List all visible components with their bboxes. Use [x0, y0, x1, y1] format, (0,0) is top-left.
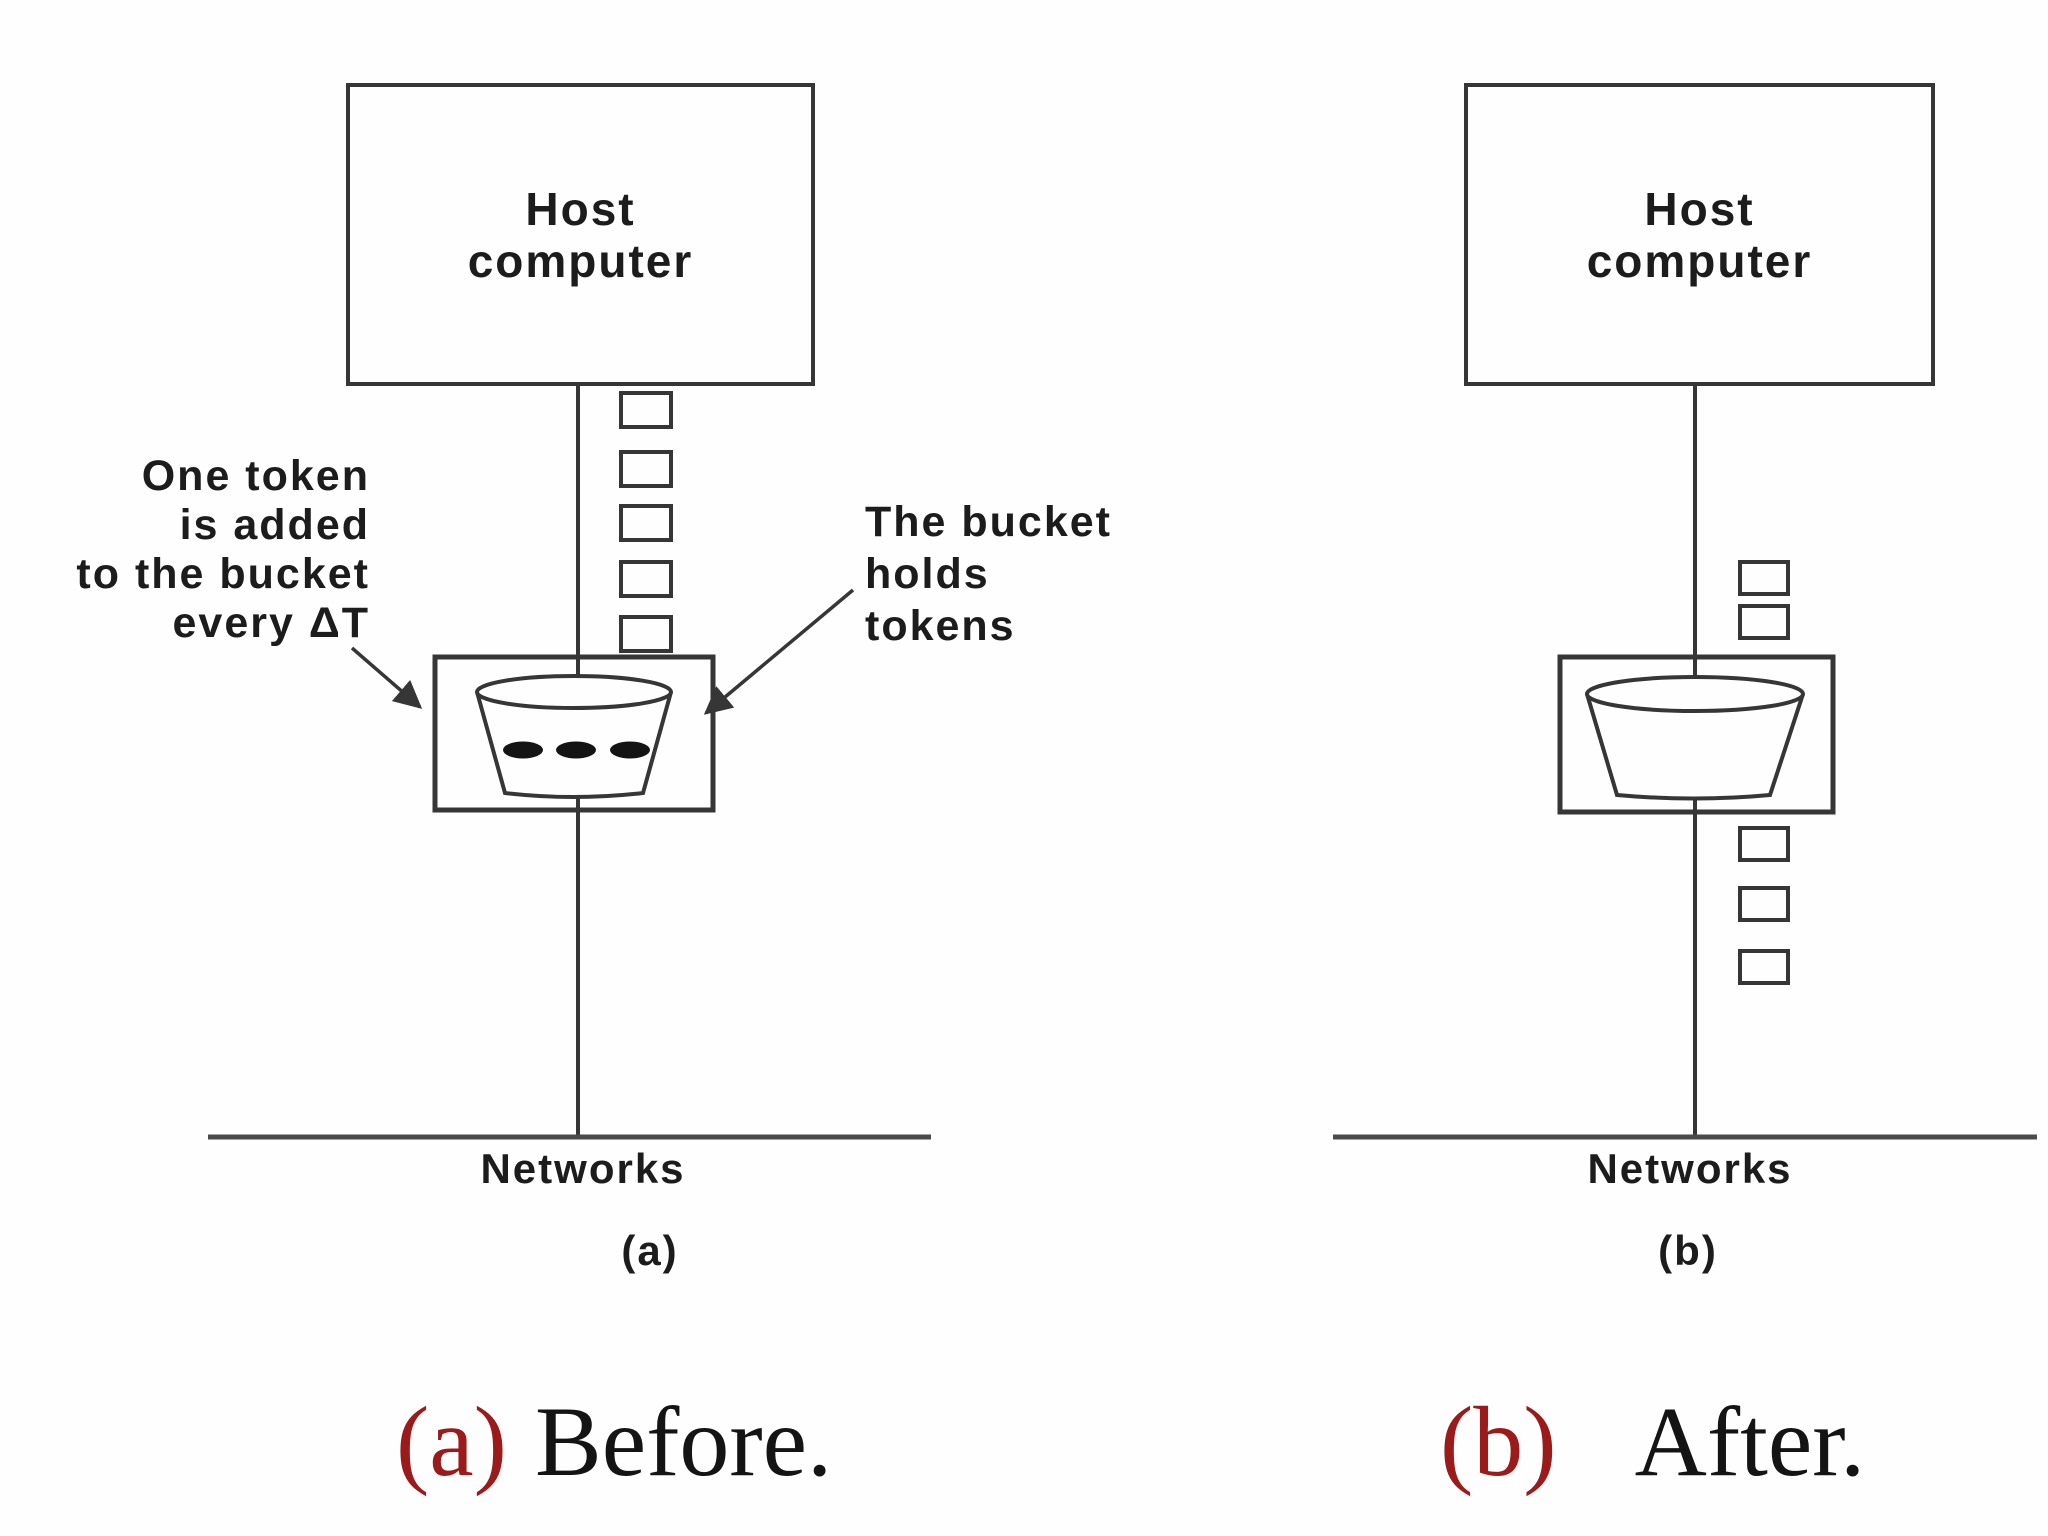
sublabel-a: (a) [621, 1227, 679, 1274]
host-computer-label-b: Host computer [1586, 182, 1813, 287]
packet-square [1738, 949, 1790, 985]
token-added-annotation: One token is added to the bucket every Δ… [76, 452, 370, 647]
bucket-rim-b [1585, 675, 1805, 713]
host-computer-label-a: Host computer [467, 182, 694, 287]
token-dot [556, 741, 596, 759]
token-dot [503, 741, 543, 759]
packet-square [619, 560, 673, 598]
networks-label-a: Networks [480, 1145, 686, 1192]
host-computer-box-a [346, 83, 815, 386]
bucket-body-b [1585, 693, 1805, 801]
host-computer-box-b [1464, 83, 1935, 386]
bucket-enclosure-b [1557, 654, 1836, 815]
caption-after-marker: (b) [1440, 1386, 1557, 1497]
caption-before-text: Before. [535, 1386, 833, 1497]
caption-before-marker: (a) [396, 1386, 507, 1497]
caption-after-text: After. [1634, 1386, 1866, 1497]
packet-square [619, 504, 673, 542]
packet-square [1738, 826, 1790, 862]
caption-after: (b) After. [1440, 1386, 1865, 1498]
caption-before: (a) Before. [396, 1386, 832, 1498]
bucket-rim-a [475, 674, 673, 710]
packet-square [619, 615, 673, 653]
packet-square [1738, 604, 1790, 640]
packet-square [1738, 560, 1790, 596]
token-dot [610, 741, 650, 759]
sublabel-b: (b) [1658, 1227, 1718, 1274]
annotation-arrow-right [703, 588, 855, 715]
packet-square [619, 391, 673, 429]
bucket-enclosure-a [432, 654, 716, 813]
annotation-arrow-left [350, 646, 423, 709]
packet-square [1738, 886, 1790, 922]
networks-label-b: Networks [1587, 1145, 1793, 1192]
bucket-holds-tokens-annotation: The bucket holds tokens [865, 498, 1112, 650]
packet-square [619, 450, 673, 488]
